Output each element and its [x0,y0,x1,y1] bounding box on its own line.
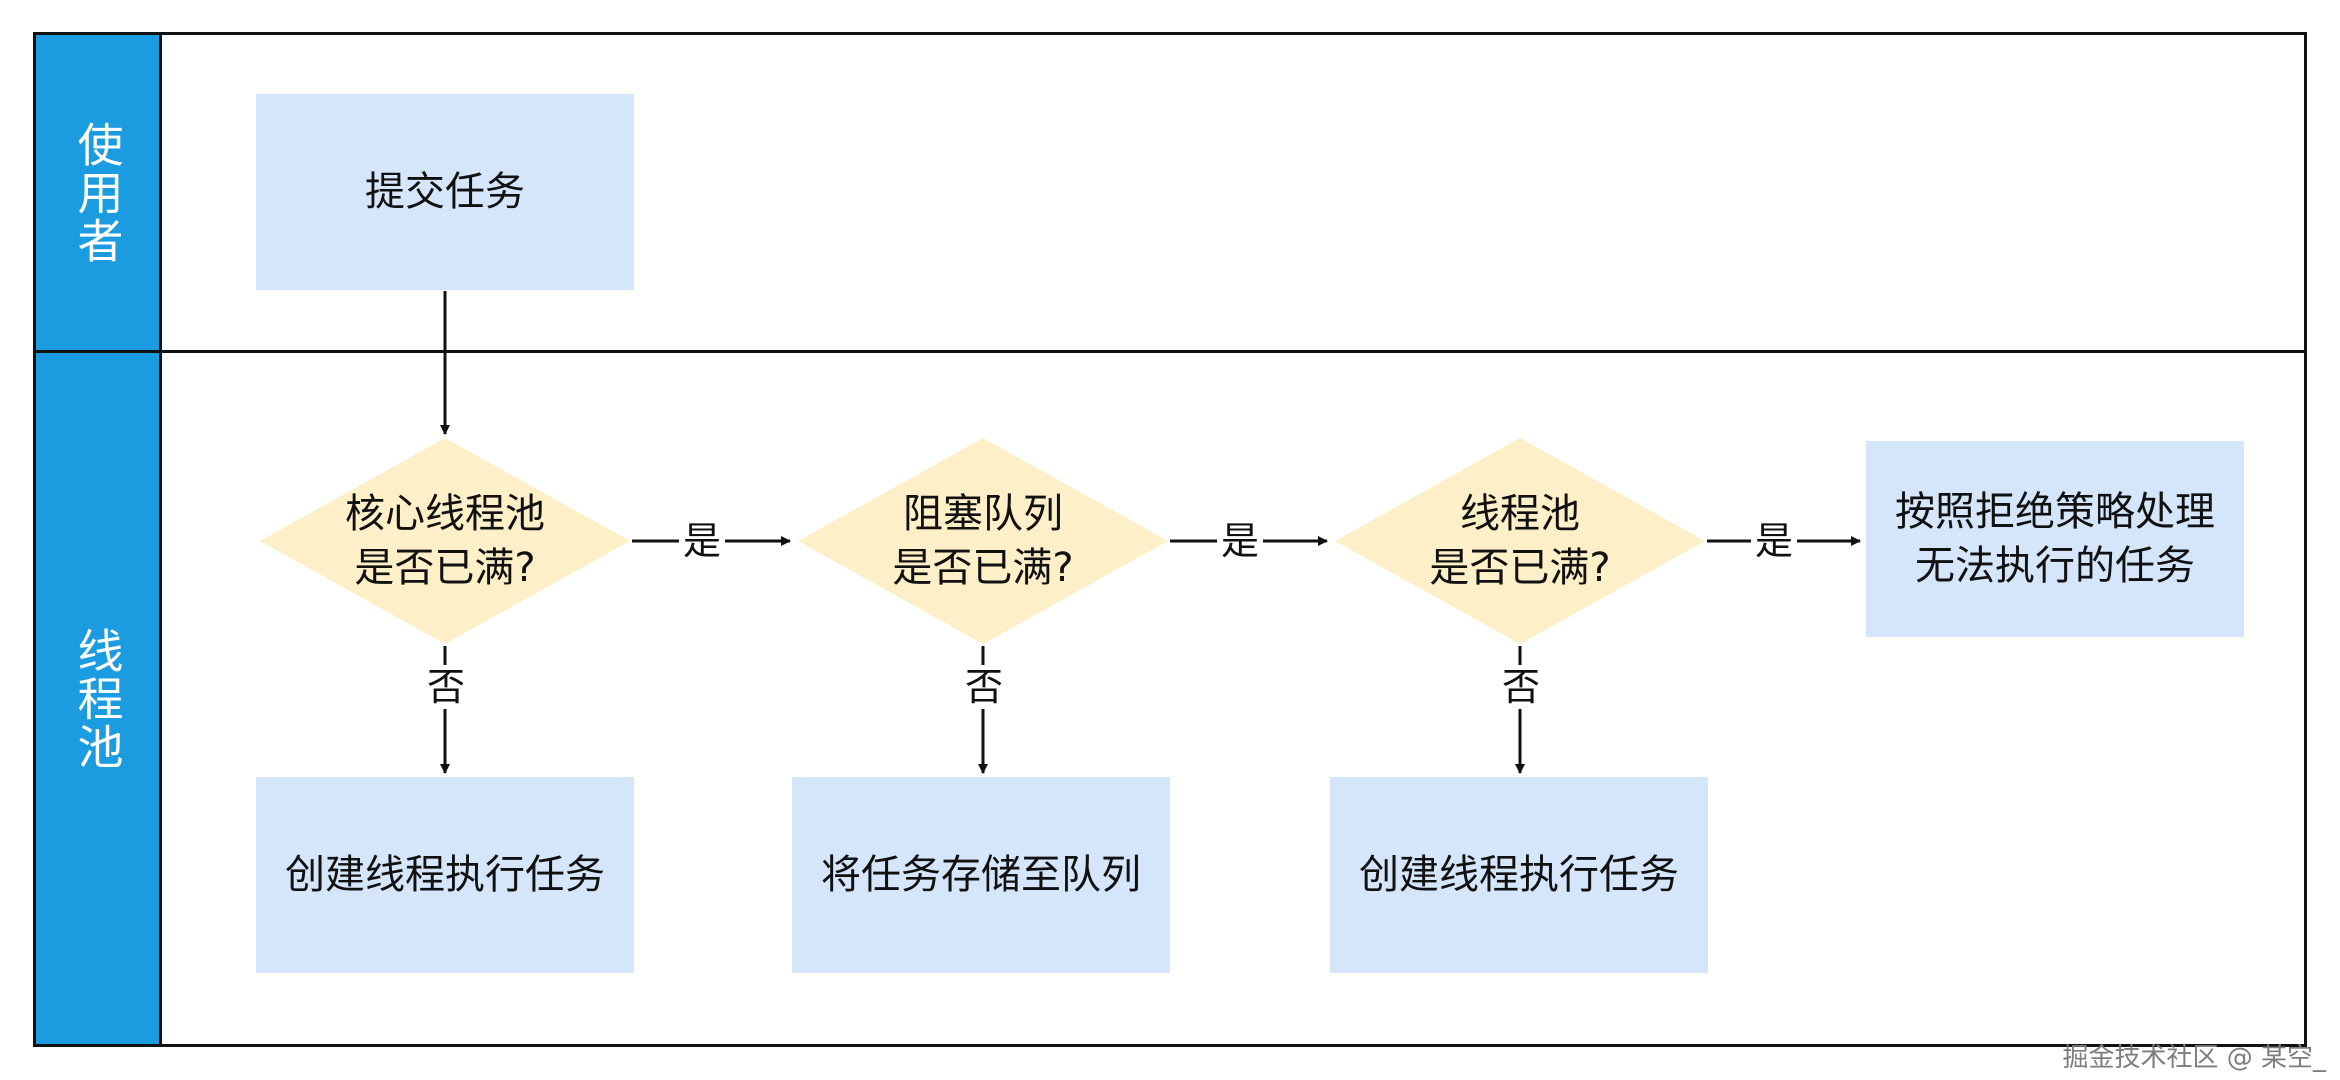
create-thread-box: 创建线程执行任务 [1330,777,1708,973]
create-core-thread-box: 创建线程执行任务 [256,777,634,973]
lane-divider [33,350,2307,353]
decision-queue-full-diamond [798,438,1168,644]
decision-core-full-diamond [260,438,630,644]
edge-label-queue-yes: 是 [1217,519,1264,563]
lane-header-threadpool: 线程池 [33,350,162,1047]
edge-label-pool-yes: 是 [1751,519,1798,563]
edge-label-core-no: 否 [423,665,470,709]
decision-pool-full-diamond [1335,438,1705,644]
edge-label-core-yes: 是 [679,519,726,563]
watermark-text: 掘金技术社区 @ 某空_ [2062,1043,2326,1073]
decision-queue-full-label: 阻塞队列 是否已满? [892,491,1074,591]
enqueue-task-box: 将任务存储至队列 [792,777,1170,973]
reject-policy-box: 按照拒绝策略处理 无法执行的任务 [1866,441,2244,637]
submit-task-box: 提交任务 [256,94,634,290]
edge-label-pool-no: 否 [1498,665,1545,709]
decision-core-full-label: 核心线程池 是否已满? [345,491,545,591]
decision-pool-full-label: 线程池 是否已满? [1429,491,1611,591]
edge-label-queue-no: 否 [961,665,1008,709]
